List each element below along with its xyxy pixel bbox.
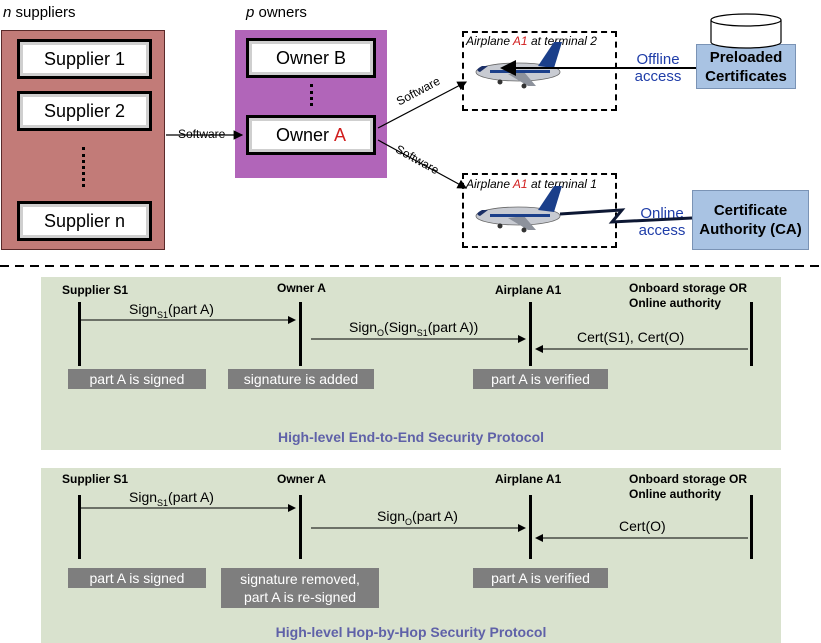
message-sign-s1: SignS1(part A) bbox=[129, 489, 214, 508]
lifeline-owner bbox=[299, 302, 302, 366]
note-airplane: part A is verified bbox=[473, 568, 608, 588]
lifeline-airplane bbox=[529, 495, 532, 559]
terminal-2-label: Airplane A1 at terminal 2 bbox=[466, 34, 597, 48]
suppliers-ellipsis bbox=[82, 147, 85, 187]
owner-b-box[interactable]: Owner B bbox=[246, 38, 376, 78]
lane-airplane-a1: Airplane A1 bbox=[495, 283, 562, 297]
end-to-end-protocol-panel: Supplier S1 Owner A Airplane A1 Onboard … bbox=[41, 277, 781, 450]
lifeline-supplier bbox=[78, 302, 81, 366]
software-arrow-owner-terminal2 bbox=[377, 81, 468, 129]
online-link-lightning bbox=[559, 208, 693, 224]
lifeline-storage bbox=[750, 495, 753, 559]
message-sign-o-sign-s1: SignO(SignS1(part A)) bbox=[349, 319, 479, 338]
note-owner: signature is added bbox=[228, 369, 374, 389]
owners-header: p owners bbox=[246, 4, 307, 21]
lifeline-storage bbox=[750, 302, 753, 366]
terminal-1-label: Airplane A1 at terminal 1 bbox=[466, 177, 597, 191]
lane-supplier-s1: Supplier S1 bbox=[62, 283, 129, 297]
owners-panel: Owner B Owner A bbox=[235, 30, 387, 178]
hop-by-hop-protocol-panel: Supplier S1 Owner A Airplane A1 Onboard … bbox=[41, 468, 781, 643]
lifeline-airplane bbox=[529, 302, 532, 366]
note-airplane: part A is verified bbox=[473, 369, 608, 389]
message-sign-o: SignO(part A) bbox=[377, 508, 458, 527]
suppliers-panel: Supplier 1 Supplier 2 Supplier n bbox=[1, 30, 165, 250]
airplane-icon bbox=[475, 42, 562, 89]
suppliers-header: n suppliers bbox=[3, 4, 76, 21]
lane-owner-a: Owner A bbox=[277, 472, 326, 486]
note-supplier: part A is signed bbox=[68, 568, 206, 588]
supplier-n-box[interactable]: Supplier n bbox=[17, 201, 152, 241]
terminal-2-box bbox=[462, 31, 617, 111]
protocol-title: High-level End-to-End Security Protocol bbox=[277, 429, 545, 445]
protocol-2-arrows bbox=[81, 504, 748, 542]
lane-owner-a: Owner A bbox=[277, 281, 326, 295]
note-supplier: part A is signed bbox=[68, 369, 206, 389]
lane-airplane-a1: Airplane A1 bbox=[495, 472, 562, 486]
note-owner: signature removed,part A is re-signed bbox=[221, 568, 379, 608]
message-cert-o: Cert(O) bbox=[619, 518, 666, 534]
lifeline-supplier bbox=[78, 495, 81, 559]
owner-a-box[interactable]: Owner A bbox=[246, 115, 376, 155]
owners-ellipsis bbox=[310, 84, 313, 106]
protocol-title: High-level Hop-by-Hop Security Protocol bbox=[275, 624, 547, 640]
software-label-1: Software bbox=[178, 127, 226, 141]
lane-supplier-s1: Supplier S1 bbox=[62, 472, 129, 486]
supplier-2-box[interactable]: Supplier 2 bbox=[17, 91, 152, 131]
database-icon bbox=[710, 13, 782, 49]
message-certs: Cert(S1), Cert(O) bbox=[577, 329, 685, 345]
message-sign-s1: SignS1(part A) bbox=[129, 301, 214, 320]
airplane-icon bbox=[475, 186, 562, 233]
software-arrow-owner-terminal1 bbox=[377, 139, 468, 189]
protocol-1-arrows bbox=[81, 316, 748, 353]
supplier-1-box[interactable]: Supplier 1 bbox=[17, 39, 152, 79]
lifeline-owner bbox=[299, 495, 302, 559]
